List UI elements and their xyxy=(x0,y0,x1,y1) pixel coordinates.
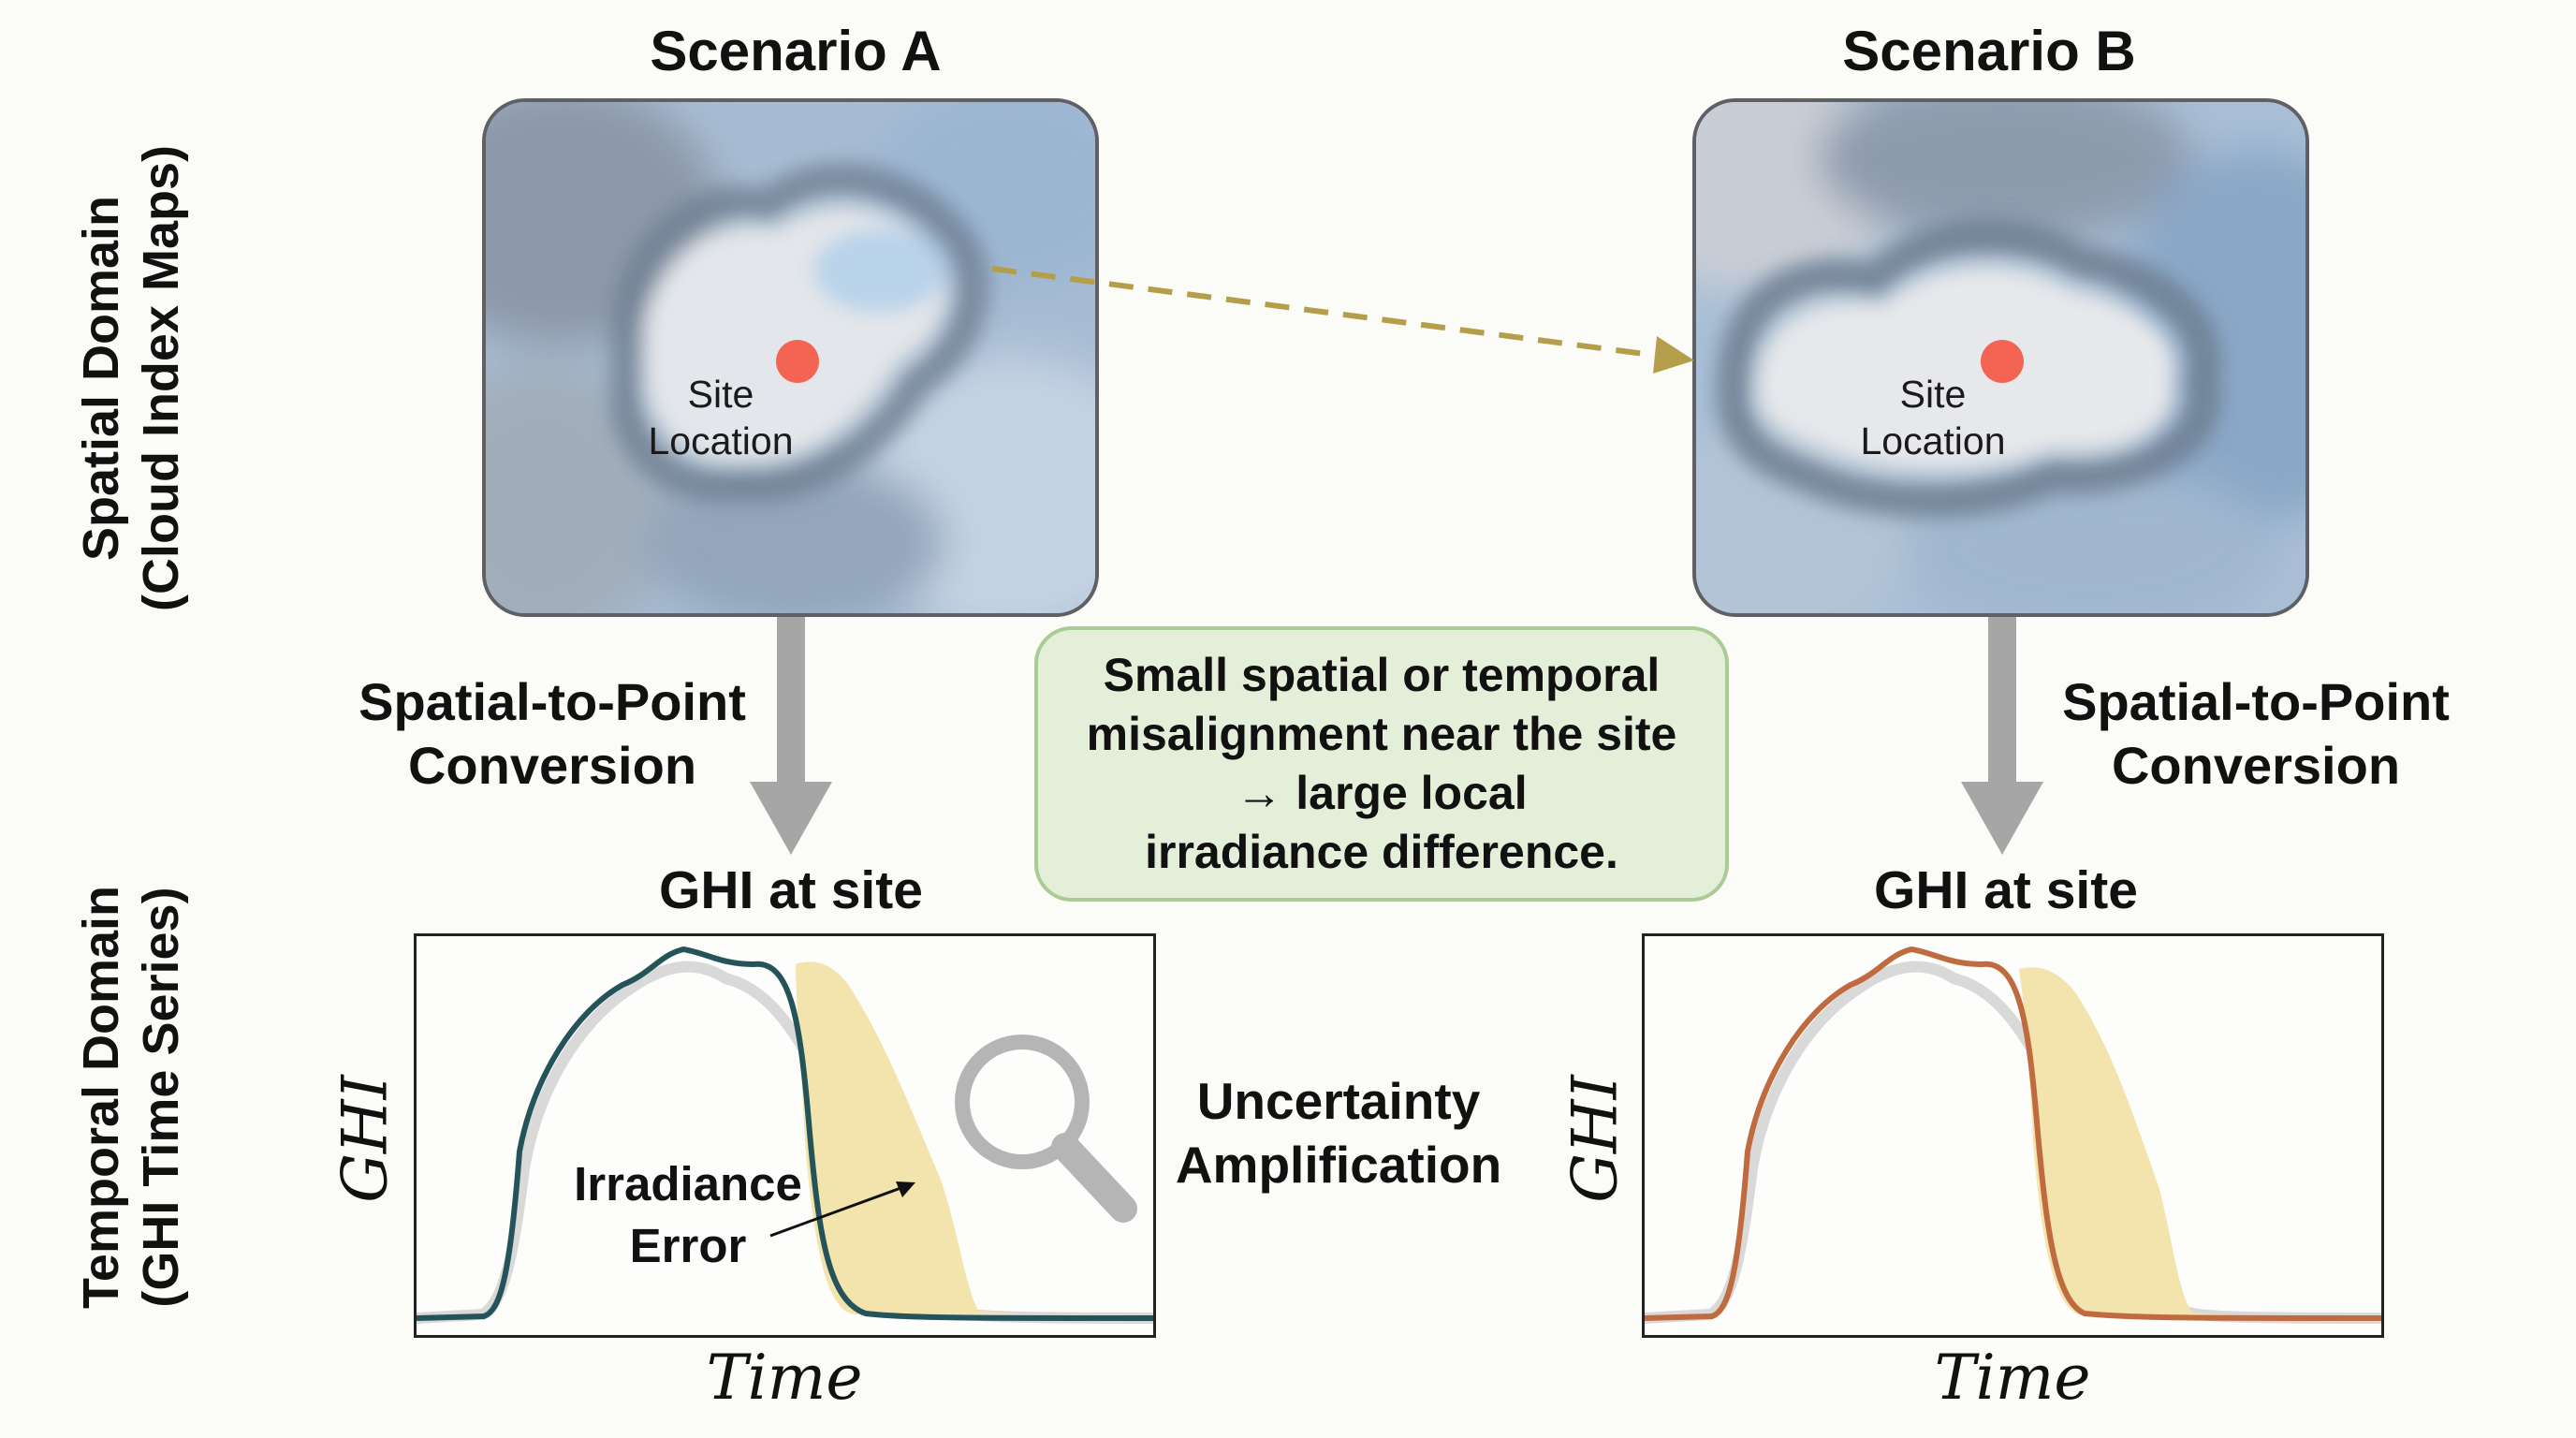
y-axis-label-b: GHI xyxy=(1559,1075,1632,1203)
amplification-line1: Uncertainty xyxy=(1196,1072,1481,1130)
conversion-b-line1: Spatial-to-Point xyxy=(2062,672,2450,731)
cloud-index-map-b xyxy=(1692,98,2309,617)
callout-line3: → large local xyxy=(1236,767,1528,819)
x-axis-label-a: Time xyxy=(706,1342,863,1414)
irradiance-error-label: Irradiance Error xyxy=(548,1153,828,1277)
error-label-line1: Irradiance xyxy=(574,1157,802,1211)
site-label-a-line1: Site xyxy=(687,373,754,416)
conversion-b-line2: Conversion xyxy=(2111,736,2401,795)
ghi-plot-title-a: GHI at site xyxy=(659,860,923,920)
magnifier-icon xyxy=(955,1034,1137,1223)
error-label-line2: Error xyxy=(629,1219,747,1272)
ghi-plot-b-graphic xyxy=(1644,946,2382,1324)
reference-curve xyxy=(1644,961,2382,1324)
conversion-a-line2: Conversion xyxy=(407,736,697,795)
cloud-map-a-graphic xyxy=(486,102,1095,613)
conversion-label-b: Spatial-to-Point Conversion xyxy=(2003,670,2509,798)
temporal-domain-title: Temporal Domain xyxy=(73,885,129,1310)
uncertainty-amplification-label: Uncertainty Amplification xyxy=(1151,1069,1526,1196)
callout-line4: irradiance difference. xyxy=(1145,826,1618,878)
site-label-b-line1: Site xyxy=(1899,373,1967,416)
spatial-domain-subtitle: (Cloud Index Maps) xyxy=(133,145,189,611)
ghi-curve-b xyxy=(1644,946,2382,1321)
cloud-map-b-graphic xyxy=(1696,102,2305,613)
site-marker-icon xyxy=(776,340,819,383)
irradiance-error-area xyxy=(796,961,1025,1314)
spatial-domain-title: Spatial Domain xyxy=(73,195,129,562)
cloud-index-map-a xyxy=(482,98,1099,617)
scenario-a-title: Scenario A xyxy=(650,20,942,82)
conversion-label-a: Spatial-to-Point Conversion xyxy=(300,670,805,798)
ghi-plot-a xyxy=(414,933,1156,1338)
misalignment-callout: Small spatial or temporal misalignment n… xyxy=(1034,626,1729,902)
site-location-label-a: Site Location xyxy=(608,371,833,464)
ghi-plot-title-b: GHI at site xyxy=(1874,860,2138,920)
temporal-domain-label: Temporal Domain (GHI Time Series) xyxy=(71,835,191,1359)
spatial-domain-label: Spatial Domain (Cloud Index Maps) xyxy=(71,116,191,640)
ghi-plot-a-graphic xyxy=(416,946,1154,1324)
site-marker-icon xyxy=(1981,340,2024,383)
irradiance-error-area xyxy=(2019,967,2234,1315)
callout-line2: misalignment near the site xyxy=(1086,708,1677,760)
callout-line1: Small spatial or temporal xyxy=(1103,649,1661,701)
site-location-label-b: Site Location xyxy=(1821,371,2045,464)
ghi-curve-a xyxy=(416,946,1154,1321)
amplification-line2: Amplification xyxy=(1175,1136,1502,1194)
x-axis-label-b: Time xyxy=(1934,1342,2091,1414)
scenario-b-title: Scenario B xyxy=(1842,20,2136,82)
ghi-plot-b xyxy=(1642,933,2384,1338)
y-axis-label-a: GHI xyxy=(329,1075,402,1203)
conversion-a-line1: Spatial-to-Point xyxy=(359,672,746,731)
temporal-domain-subtitle: (GHI Time Series) xyxy=(133,887,189,1308)
site-label-b-line2: Location xyxy=(1860,419,2006,462)
site-label-a-line2: Location xyxy=(648,419,794,462)
